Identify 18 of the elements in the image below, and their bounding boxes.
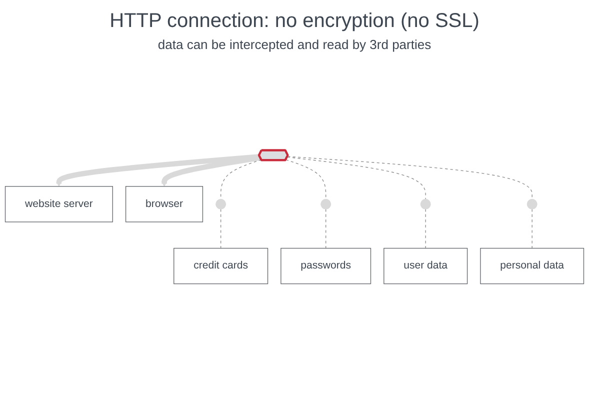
node-box: passwords (280, 248, 372, 284)
node-box: website server (4, 186, 113, 222)
node-circle (216, 198, 226, 210)
node-box: user data (384, 248, 468, 284)
connector (220, 208, 222, 249)
node-circle (526, 198, 538, 210)
node-circle (320, 198, 332, 210)
node-box: browser (125, 186, 204, 222)
node-box: personal data (480, 248, 584, 284)
connector (425, 208, 426, 249)
connector (286, 159, 326, 200)
node-circle (420, 198, 431, 210)
node-box: credit cards (174, 248, 268, 284)
connector (286, 156, 426, 200)
title: HTTP connection: no encryption (no SSL) (108, 9, 480, 33)
arrow (56, 154, 260, 187)
subtitle: data can be intercepted and read by 3rd parties (156, 37, 432, 52)
connector (287, 156, 532, 200)
